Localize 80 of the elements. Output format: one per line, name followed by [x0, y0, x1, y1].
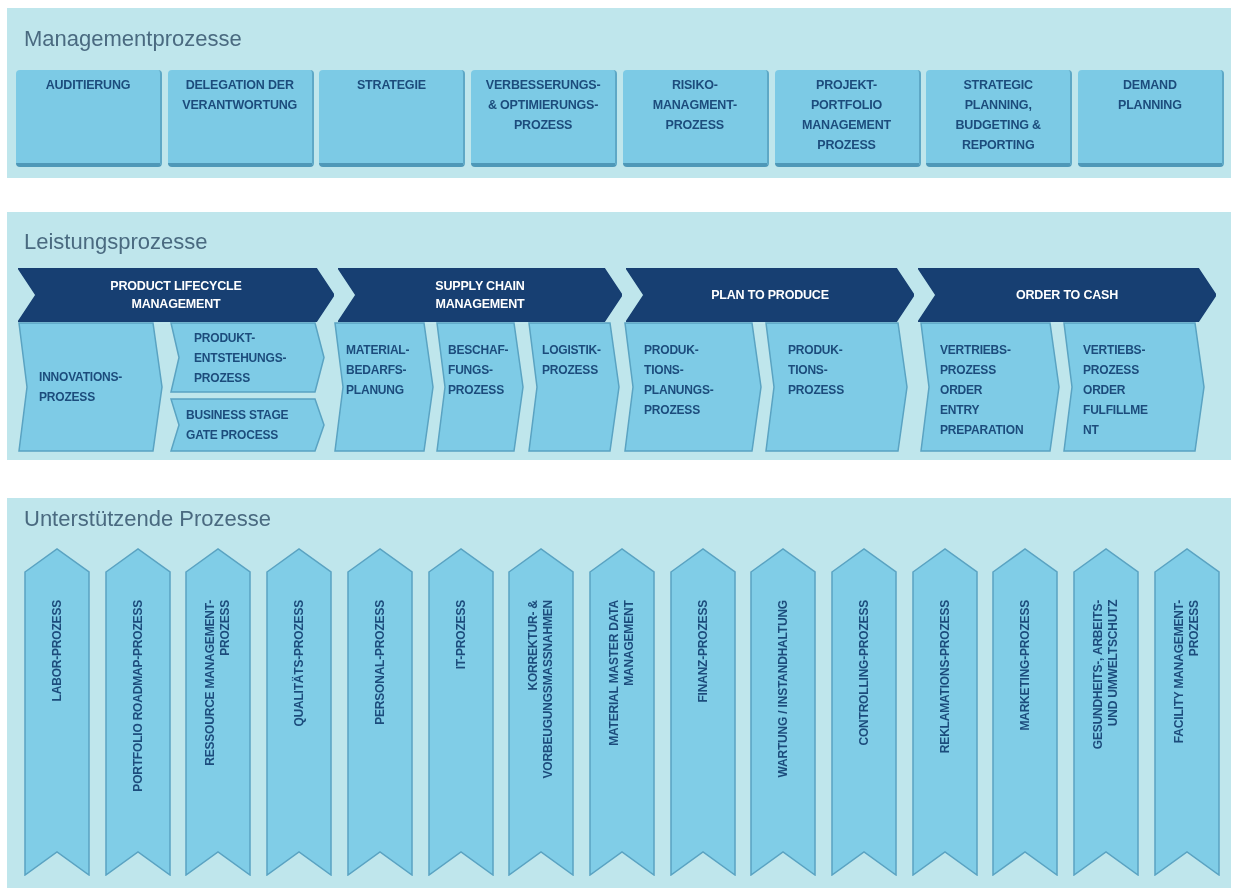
support-process-ribbon: [669, 548, 736, 876]
process-box: [1077, 70, 1224, 167]
process-label: VERTRIEBS- PROZESS ORDER ENTRY PREPARATION: [940, 342, 1024, 439]
process-label: PERSONAL-PROZESS: [372, 600, 388, 725]
support-process-ribbon: [992, 548, 1059, 876]
process-label: PORTFOLIO ROADMAP-PROZESS: [130, 600, 146, 792]
band-panel: [7, 8, 1231, 178]
process-box: [16, 70, 162, 167]
process-step: [170, 322, 325, 393]
band-panel: [7, 212, 1231, 460]
process-label: PRODUKT- ENTSTEHUNGS- PROZESS: [194, 329, 287, 387]
process-step: [170, 398, 325, 452]
process-label: PRODUK- TIONS- PLANUNGS- PROZESS: [644, 342, 714, 419]
support-process-ribbon: [1153, 548, 1220, 876]
process-label: WARTUNG / INSTANDHALTUNG: [775, 600, 791, 778]
support-process-ribbon: [104, 548, 171, 876]
process-step: [334, 322, 434, 452]
process-box: [319, 70, 466, 167]
process-label: MATERIAL MASTER DATA MANAGEMENT: [606, 600, 637, 746]
process-label: VERTIEBS- PROZESS ORDER FULFILLME NT: [1083, 342, 1148, 439]
process-label: PROJEKT- PORTFOLIO MANAGEMENT PROZESS: [802, 77, 891, 154]
process-box: [471, 70, 618, 167]
phase-header: [626, 268, 914, 322]
band-panel: [7, 498, 1231, 888]
support-process-ribbon: [1073, 548, 1140, 876]
process-box: [926, 70, 1073, 167]
process-label: GESUNDHEITS-, ARBEITS- UND UMWELTSCHUTZ: [1091, 600, 1122, 750]
process-label: FACILITY MANAGEMENT- PROZESS: [1171, 600, 1202, 744]
process-label: RISIKO- MANAGMENT- PROZESS: [652, 77, 737, 134]
process-label: MATERIAL- BEDARFS- PLANUNG: [346, 342, 410, 399]
process-step: [624, 322, 762, 452]
support-process-ribbon: [750, 548, 817, 876]
process-label: IT-PROZESS: [453, 600, 468, 670]
phase-label: SUPPLY CHAIN MANAGEMENT: [435, 278, 525, 313]
support-process-ribbon: [346, 548, 413, 876]
process-label: STRATEGIC PLANNING, BUDGETING & REPORTING: [955, 77, 1041, 154]
process-label: PRODUK- TIONS- PROZESS: [788, 342, 844, 399]
process-box: [774, 70, 921, 167]
phase-label: ORDER TO CASH: [1016, 287, 1118, 304]
phase-header: [918, 268, 1216, 322]
process-box: [622, 70, 769, 167]
support-process-ribbon: [911, 548, 978, 876]
phase-label: PRODUCT LIFECYCLE MANAGEMENT: [110, 278, 242, 313]
process-label: FINANZ-PROZESS: [695, 600, 711, 703]
support-process-ribbon: [185, 548, 252, 876]
phase-header: [338, 268, 622, 322]
phase-header: [18, 268, 334, 322]
process-label: LABOR-PROZESS: [49, 600, 65, 702]
process-label: STRATEGIE: [357, 77, 426, 94]
process-label: CONTROLLING-PROZESS: [856, 600, 872, 746]
process-step: [920, 322, 1060, 452]
support-process-ribbon: [266, 548, 333, 876]
process-label: LOGISTIK- PROZESS: [542, 342, 601, 379]
support-process-ribbon: [588, 548, 655, 876]
process-step: [765, 322, 908, 452]
process-label: BUSINESS STAGE GATE PROCESS: [186, 407, 289, 444]
process-step: [436, 322, 524, 452]
process-step: [1063, 322, 1205, 452]
process-step: [18, 322, 163, 452]
band-heading: Leistungsprozesse: [24, 229, 208, 255]
process-label: RESSOURCE MANAGEMENT- PROZESS: [203, 600, 234, 766]
process-label: AUDITIERUNG: [45, 77, 131, 94]
process-box: [167, 70, 314, 167]
process-label: QUALITÄTS-PROZESS: [291, 600, 307, 727]
process-label: KORREKTUR- & VORBEUGUNGSMASSNAHMEN: [526, 600, 557, 779]
process-label: BESCHAF- FUNGS- PROZESS: [448, 342, 509, 399]
support-process-ribbon: [24, 548, 90, 876]
process-label: DELEGATION DER VERANTWORTUNG: [182, 77, 298, 114]
process-step: [528, 322, 620, 452]
process-label: INNOVATIONS- PROZESS: [39, 369, 123, 406]
band-heading: Unterstützende Prozesse: [24, 506, 272, 532]
band-heading: Managementprozesse: [24, 26, 242, 52]
support-process-ribbon: [427, 548, 494, 876]
process-label: MARKETING-PROZESS: [1017, 600, 1033, 731]
process-label: VERBESSERUNGS- & OPTIMIERUNGS- PROZESS: [485, 77, 601, 134]
process-label: REKLAMATIONS-PROZESS: [937, 600, 953, 754]
process-label: DEMAND PLANNING: [1118, 77, 1182, 114]
support-process-ribbon: [831, 548, 897, 876]
phase-label: PLAN TO PRODUCE: [711, 287, 829, 304]
support-process-ribbon: [508, 548, 575, 876]
